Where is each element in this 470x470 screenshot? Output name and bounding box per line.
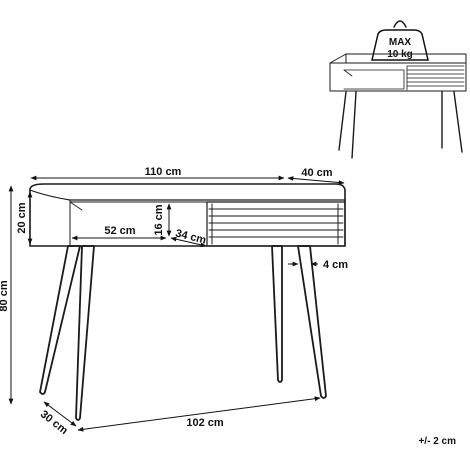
label-height-total: 80 cm bbox=[0, 280, 10, 311]
slatted-drawer bbox=[206, 201, 346, 247]
label-depth-top: 40 cm bbox=[301, 167, 332, 179]
leg-rear-right bbox=[271, 245, 283, 383]
leg-front-left bbox=[39, 245, 81, 395]
label-inner-height: 16 cm bbox=[153, 204, 165, 235]
leg-front-right bbox=[297, 245, 327, 399]
label-width-top: 110 cm bbox=[145, 166, 182, 178]
preview-illustration: MAX 10 kg bbox=[329, 20, 467, 159]
label-leg-depth: 30 cm bbox=[38, 408, 70, 437]
weight-badge-max: MAX bbox=[389, 37, 412, 48]
label-height-top: 20 cm bbox=[16, 202, 28, 233]
label-inner-depth: 34 cm bbox=[174, 227, 207, 246]
table-legs bbox=[39, 245, 327, 421]
label-tolerance: +/- 2 cm bbox=[418, 436, 456, 447]
label-inner-width: 52 cm bbox=[104, 225, 135, 237]
main-table bbox=[29, 183, 346, 421]
dimension-labels: 110 cm 40 cm 20 cm 80 cm 52 cm 16 cm 34 … bbox=[0, 166, 456, 447]
label-leg-offset: 4 cm bbox=[323, 259, 348, 271]
leg-rear-left bbox=[75, 245, 95, 421]
label-leg-span: 102 cm bbox=[186, 417, 224, 429]
dimension-lines bbox=[8, 175, 345, 432]
preview-table bbox=[329, 53, 467, 159]
